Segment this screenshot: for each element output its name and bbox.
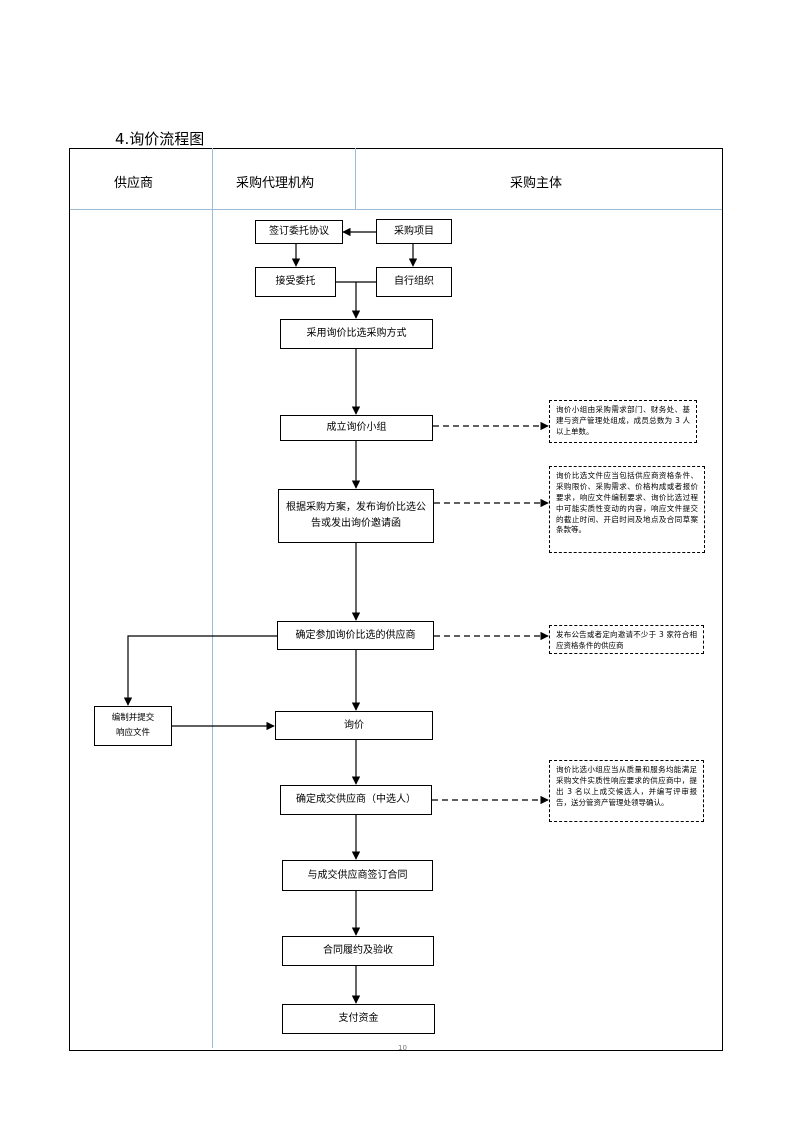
step-publish-announcement-line2: 告或发出询价邀请函 [311, 518, 401, 529]
step-inquiry-method-label: 采用询价比选采购方式 [306, 328, 407, 339]
step-inquiry: 询价 [275, 711, 433, 740]
note-supplier-invitation: 发布公告或者定向邀请不少于 3 家符合相应资格条件的供应商 [549, 625, 704, 654]
step-sign-contract: 与成交供应商签订合同 [282, 860, 433, 891]
step-sign-agreement-label: 签订委托协议 [269, 226, 329, 237]
page-title: 4.询价流程图 [115, 130, 205, 148]
step-accept-commission-label: 接受委托 [275, 276, 316, 287]
note-inquiry-group: 询价小组由采购需求部门、财务处、基建与资产管理处组成，成员总数为 3 人以上单数… [549, 400, 697, 443]
step-determine-suppliers: 确定参加询价比选的供应商 [277, 621, 434, 650]
step-sign-contract-label: 与成交供应商签订合同 [307, 869, 408, 881]
lane-divider-supplier-agency [212, 148, 213, 1048]
lane-header-agency: 采购代理机构 [236, 176, 315, 191]
step-sign-agreement: 签订委托协议 [255, 220, 343, 244]
step-accept-commission: 接受委托 [255, 267, 336, 297]
page-number: 10 [398, 1044, 407, 1052]
step-self-organize: 自行组织 [376, 267, 452, 297]
step-purchase-project-label: 采购项目 [394, 225, 434, 237]
step-prepare-response-line1: 编制并提交 [111, 712, 155, 723]
step-form-group: 成立询价小组 [280, 415, 433, 441]
note-winner-selection: 询价比选小组应当从质量和服务均能满足采购文件实质性响应要求的供应商中，提出 3 … [549, 760, 704, 822]
step-determine-suppliers-label: 确定参加询价比选的供应商 [295, 629, 416, 641]
step-publish-announcement-line1: 根据采购方案，发布询价比选公 [286, 502, 426, 513]
flowchart-frame [69, 148, 723, 1051]
lane-header-supplier: 供应商 [114, 176, 154, 191]
step-prepare-response: 编制并提交 响应文件 [94, 706, 172, 746]
step-contract-performance-label: 合同履约及验收 [323, 945, 393, 956]
step-form-group-label: 成立询价小组 [326, 422, 387, 433]
step-self-organize-label: 自行组织 [394, 276, 434, 287]
step-determine-winner-label: 确定成交供应商（中选人） [296, 794, 416, 805]
step-purchase-project: 采购项目 [376, 219, 452, 244]
step-prepare-response-line2: 响应文件 [115, 728, 150, 738]
header-divider [70, 209, 722, 210]
step-contract-performance: 合同履约及验收 [282, 936, 434, 966]
note-inquiry-documents: 询价比选文件应当包括供应商资格条件、采购限价、采购需求、价格构成或者报价要求，响… [549, 466, 705, 553]
step-inquiry-label: 询价 [344, 719, 364, 731]
step-payment-label: 支付资金 [338, 1013, 379, 1024]
lane-divider-agency-purchaser [355, 148, 356, 210]
step-payment: 支付资金 [282, 1004, 435, 1034]
arrow-suppliers-to-response [123, 635, 277, 706]
step-determine-winner: 确定成交供应商（中选人） [280, 785, 432, 815]
lane-header-purchaser: 采购主体 [510, 176, 563, 191]
step-publish-announcement: 根据采购方案，发布询价比选公 告或发出询价邀请函 [278, 489, 434, 543]
step-inquiry-method: 采用询价比选采购方式 [280, 319, 433, 349]
